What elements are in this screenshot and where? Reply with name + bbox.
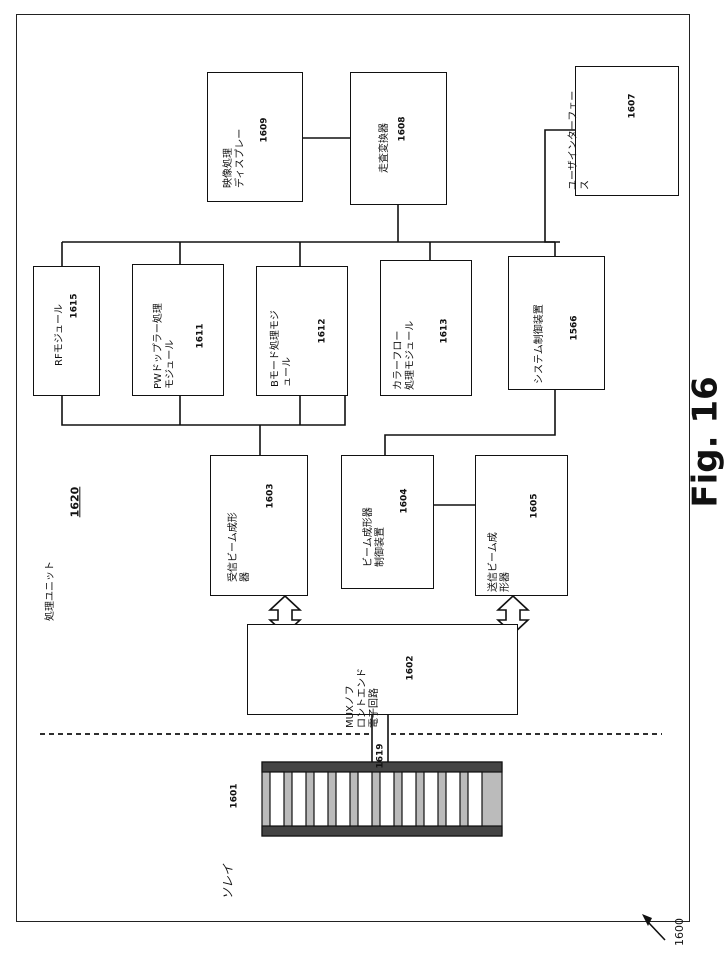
b-mode-ref: 1612 [317,318,329,343]
lower-bus [62,396,345,425]
beamformer-ctrl-label: ビーム成形器制御装置 [363,477,387,567]
color-flow-label: カラーフロー処理モジュール [393,290,417,390]
transducer-array [262,762,502,836]
scan-converter-label: 走査変換器 [379,103,391,173]
processing-unit-ref: 1620 [69,487,81,518]
figure-ref: 1600 [674,918,686,946]
image-display-label: 映像処理ディスプレー [223,98,247,188]
color-flow-ref: 1613 [439,318,451,343]
mux-frontend-label: MUXノフロントエンド電子回路 [345,638,381,728]
system-controller-ref: 1566 [569,315,581,340]
system-controller-label: システム制御装置 [534,284,546,384]
rx-beamformer-ref: 1603 [265,483,277,508]
user-interface-label: ユーザインターフェース [568,70,592,190]
array-ref: 1601 [229,783,241,808]
link-1566-1604 [385,390,555,455]
figure-label: Fig. 16 [700,376,712,507]
rx-beamformer-label: 受信ビーム成形器 [228,482,252,582]
block-image-display [207,72,303,202]
rf-module-label: RFモジュール [54,286,66,366]
pw-doppler-ref: 1611 [195,323,207,348]
block-system-controller [508,256,605,390]
scan-converter-ref: 1608 [397,116,409,141]
block-mux-frontend [247,624,518,715]
tx-beamformer-ref: 1605 [529,493,541,518]
block-rf-module [33,266,100,396]
array-label: ソレイ [222,864,234,900]
user-interface-ref: 1607 [627,93,639,118]
ref-arrow-line [648,922,665,940]
block-pw-doppler [132,264,224,396]
beamformer-ctrl-ref: 1604 [399,488,411,513]
array-port-ref: 1619 [375,743,387,768]
pw-doppler-label: PWドップラー処理モジュール [153,279,177,389]
block-rx-beamformer [210,455,308,596]
block-beamformer-ctrl [341,455,434,589]
processing-unit-label: 処理ユニット [45,551,57,621]
b-mode-label: Bモード処理モジュール [270,287,294,387]
mux-frontend-ref: 1602 [405,655,417,680]
rf-module-ref: 1615 [69,293,81,318]
image-display-ref: 1609 [259,117,271,142]
tx-beamformer-label: 送信ビーム成形器 [488,502,512,592]
